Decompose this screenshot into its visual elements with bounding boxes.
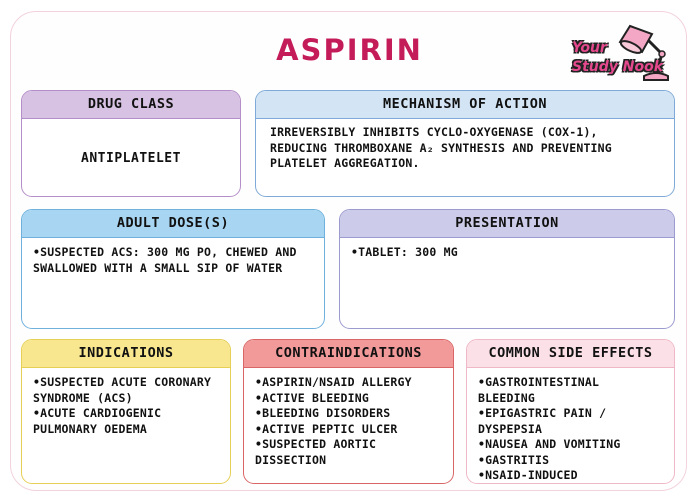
list-item: •SUSPECTED ACUTE CORONARY SYNDROME (ACS) [33, 375, 212, 405]
list-item: •GASTROINTESTINAL BLEEDING [478, 375, 600, 405]
list-item: •NSAID-INDUCED BRONCHOSPASM [478, 468, 578, 482]
mechanism-card: MECHANISM OF ACTION IRREVERSIBLY INHIBIT… [255, 90, 675, 197]
page-title: ASPIRIN [276, 33, 423, 67]
list-item: •SUSPECTED AORTIC DISSECTION [255, 437, 377, 467]
adult-dose-heading: ADULT DOSE(S) [22, 210, 324, 238]
adult-dose-card: ADULT DOSE(S) •SUSPECTED ACS: 300 MG PO,… [21, 209, 325, 329]
adult-dose-list: •SUSPECTED ACS: 300 MG PO, CHEWED AND SW… [22, 238, 324, 283]
logo-text-line2: Study Nook [572, 59, 664, 75]
side-effects-list: •GASTROINTESTINAL BLEEDING•EPIGASTRIC PA… [467, 368, 674, 483]
list-item: •SUSPECTED ACS: 300 MG PO, CHEWED AND SW… [33, 245, 297, 275]
list-item: •ACUTE CARDIOGENIC PULMONARY OEDEMA [33, 406, 162, 436]
side-effects-heading: COMMON SIDE EFFECTS [467, 340, 674, 368]
list-item: •ACTIVE PEPTIC ULCER [255, 421, 398, 436]
list-item: •BLEEDING DISORDERS [255, 406, 391, 420]
list-item: •GASTRITIS [478, 452, 550, 467]
drug-class-value: ANTIPLATELET [81, 150, 181, 166]
desk-lamp-icon [618, 24, 669, 81]
presentation-heading: PRESENTATION [340, 210, 674, 238]
mechanism-text: IRREVERSIBLY INHIBITS CYCLO-OXYGENASE (C… [270, 125, 612, 170]
list-item: •TABLET: 300 MG [351, 245, 458, 259]
contraindications-card: CONTRAINDICATIONS •ASPIRIN/NSAID ALLERGY… [243, 339, 454, 484]
side-effects-card: COMMON SIDE EFFECTS •GASTROINTESTINAL BL… [466, 339, 675, 484]
indications-heading: INDICATIONS [22, 340, 230, 368]
contraindications-heading: CONTRAINDICATIONS [244, 340, 453, 368]
study-nook-logo: Your Study Nook [568, 22, 669, 84]
mechanism-heading: MECHANISM OF ACTION [256, 91, 674, 119]
presentation-card: PRESENTATION •TABLET: 300 MG [339, 209, 675, 329]
presentation-list: •TABLET: 300 MG [340, 238, 674, 268]
list-item: •NAUSEA AND VOMITING [478, 437, 621, 451]
list-item: •ACTIVE BLEEDING [255, 390, 369, 405]
drug-class-heading: DRUG CLASS [22, 91, 240, 119]
drug-class-card: DRUG CLASS ANTIPLATELET [21, 90, 241, 197]
indications-list: •SUSPECTED ACUTE CORONARY SYNDROME (ACS)… [22, 368, 230, 444]
list-item: •ASPIRIN/NSAID ALLERGY [255, 375, 412, 389]
indications-card: INDICATIONS •SUSPECTED ACUTE CORONARY SY… [21, 339, 231, 484]
list-item: •EPIGASTRIC PAIN / DYSPEPSIA [478, 406, 607, 436]
logo-text-line1: Your [572, 40, 607, 56]
contraindications-list: •ASPIRIN/NSAID ALLERGY•ACTIVE BLEEDING•B… [244, 368, 453, 475]
